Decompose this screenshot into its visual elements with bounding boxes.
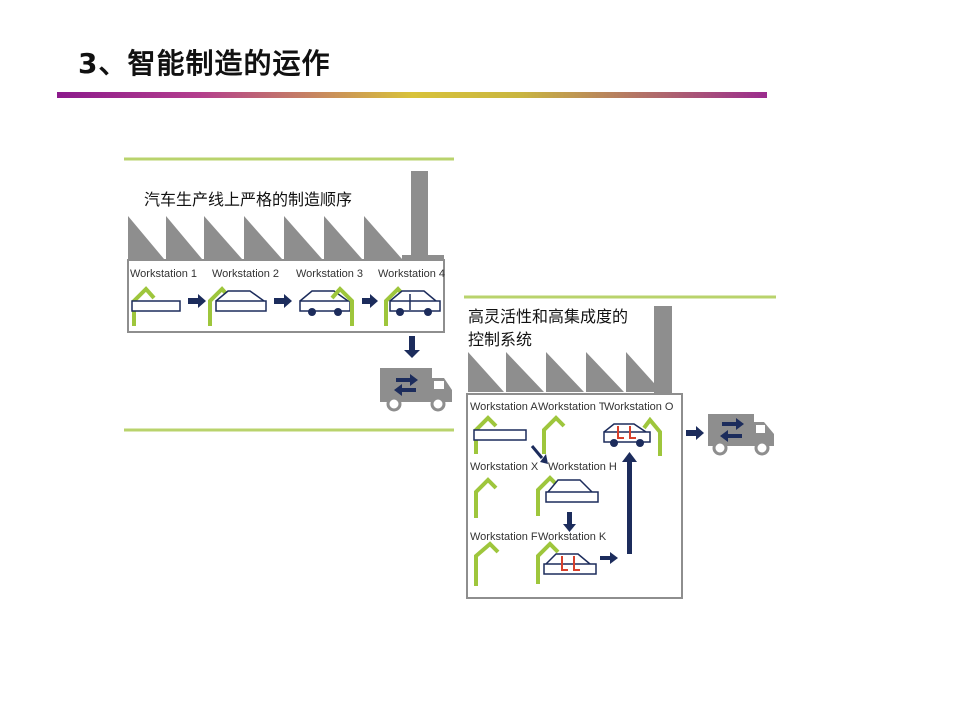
factory-roof-icon: [468, 306, 672, 394]
station-f-label: Workstation F: [470, 531, 538, 543]
truck-icon: [380, 368, 452, 412]
factory-roof-icon: [128, 171, 444, 261]
station-4-label: Workstation 4: [378, 268, 445, 280]
station-x-label: Workstation X: [470, 461, 539, 473]
arrow-icon: [686, 426, 704, 440]
bottom-caption-line2: 控制系统: [468, 330, 533, 349]
station-1-label: Workstation 1: [130, 268, 197, 280]
robot-arm-icon: [536, 475, 560, 516]
robot-arm-icon: [474, 541, 500, 586]
flexible-control-diagram: Workstation A Workstation T Workstation …: [464, 294, 784, 604]
station-3-label: Workstation 3: [296, 268, 363, 280]
strict-sequence-diagram: Workstation 1 Workstation 2 Workstation …: [124, 156, 464, 436]
arrow-icon: [362, 294, 378, 308]
arrow-icon: [188, 294, 206, 308]
robot-arm-icon: [474, 477, 498, 518]
robot-arm-icon: [642, 416, 662, 456]
arrow-icon: [274, 294, 292, 308]
station-k-label: Workstation K: [538, 531, 607, 543]
robot-arm-icon: [132, 286, 156, 326]
station-2-label: Workstation 2: [212, 268, 279, 280]
bottom-caption-line1: 高灵活性和高集成度的: [468, 307, 629, 326]
robot-arm-icon: [542, 415, 566, 454]
station-a-label: Workstation A: [470, 401, 538, 413]
up-arrow-icon: [627, 462, 632, 554]
top-caption: 汽车生产线上严格的制造顺序: [144, 190, 353, 209]
robot-arm-icon: [330, 286, 354, 326]
station-o-label: Workstation O: [604, 401, 674, 413]
station-h-label: Workstation H: [548, 461, 617, 473]
station-t-label: Workstation T: [538, 401, 606, 413]
robot-arm-icon: [474, 415, 498, 454]
truck-icon: [708, 414, 774, 456]
page-title: 3、智能制造的运作: [78, 47, 331, 80]
down-arrow-icon: [409, 336, 415, 350]
title-divider: [57, 92, 767, 98]
robot-arm-icon: [536, 541, 560, 584]
